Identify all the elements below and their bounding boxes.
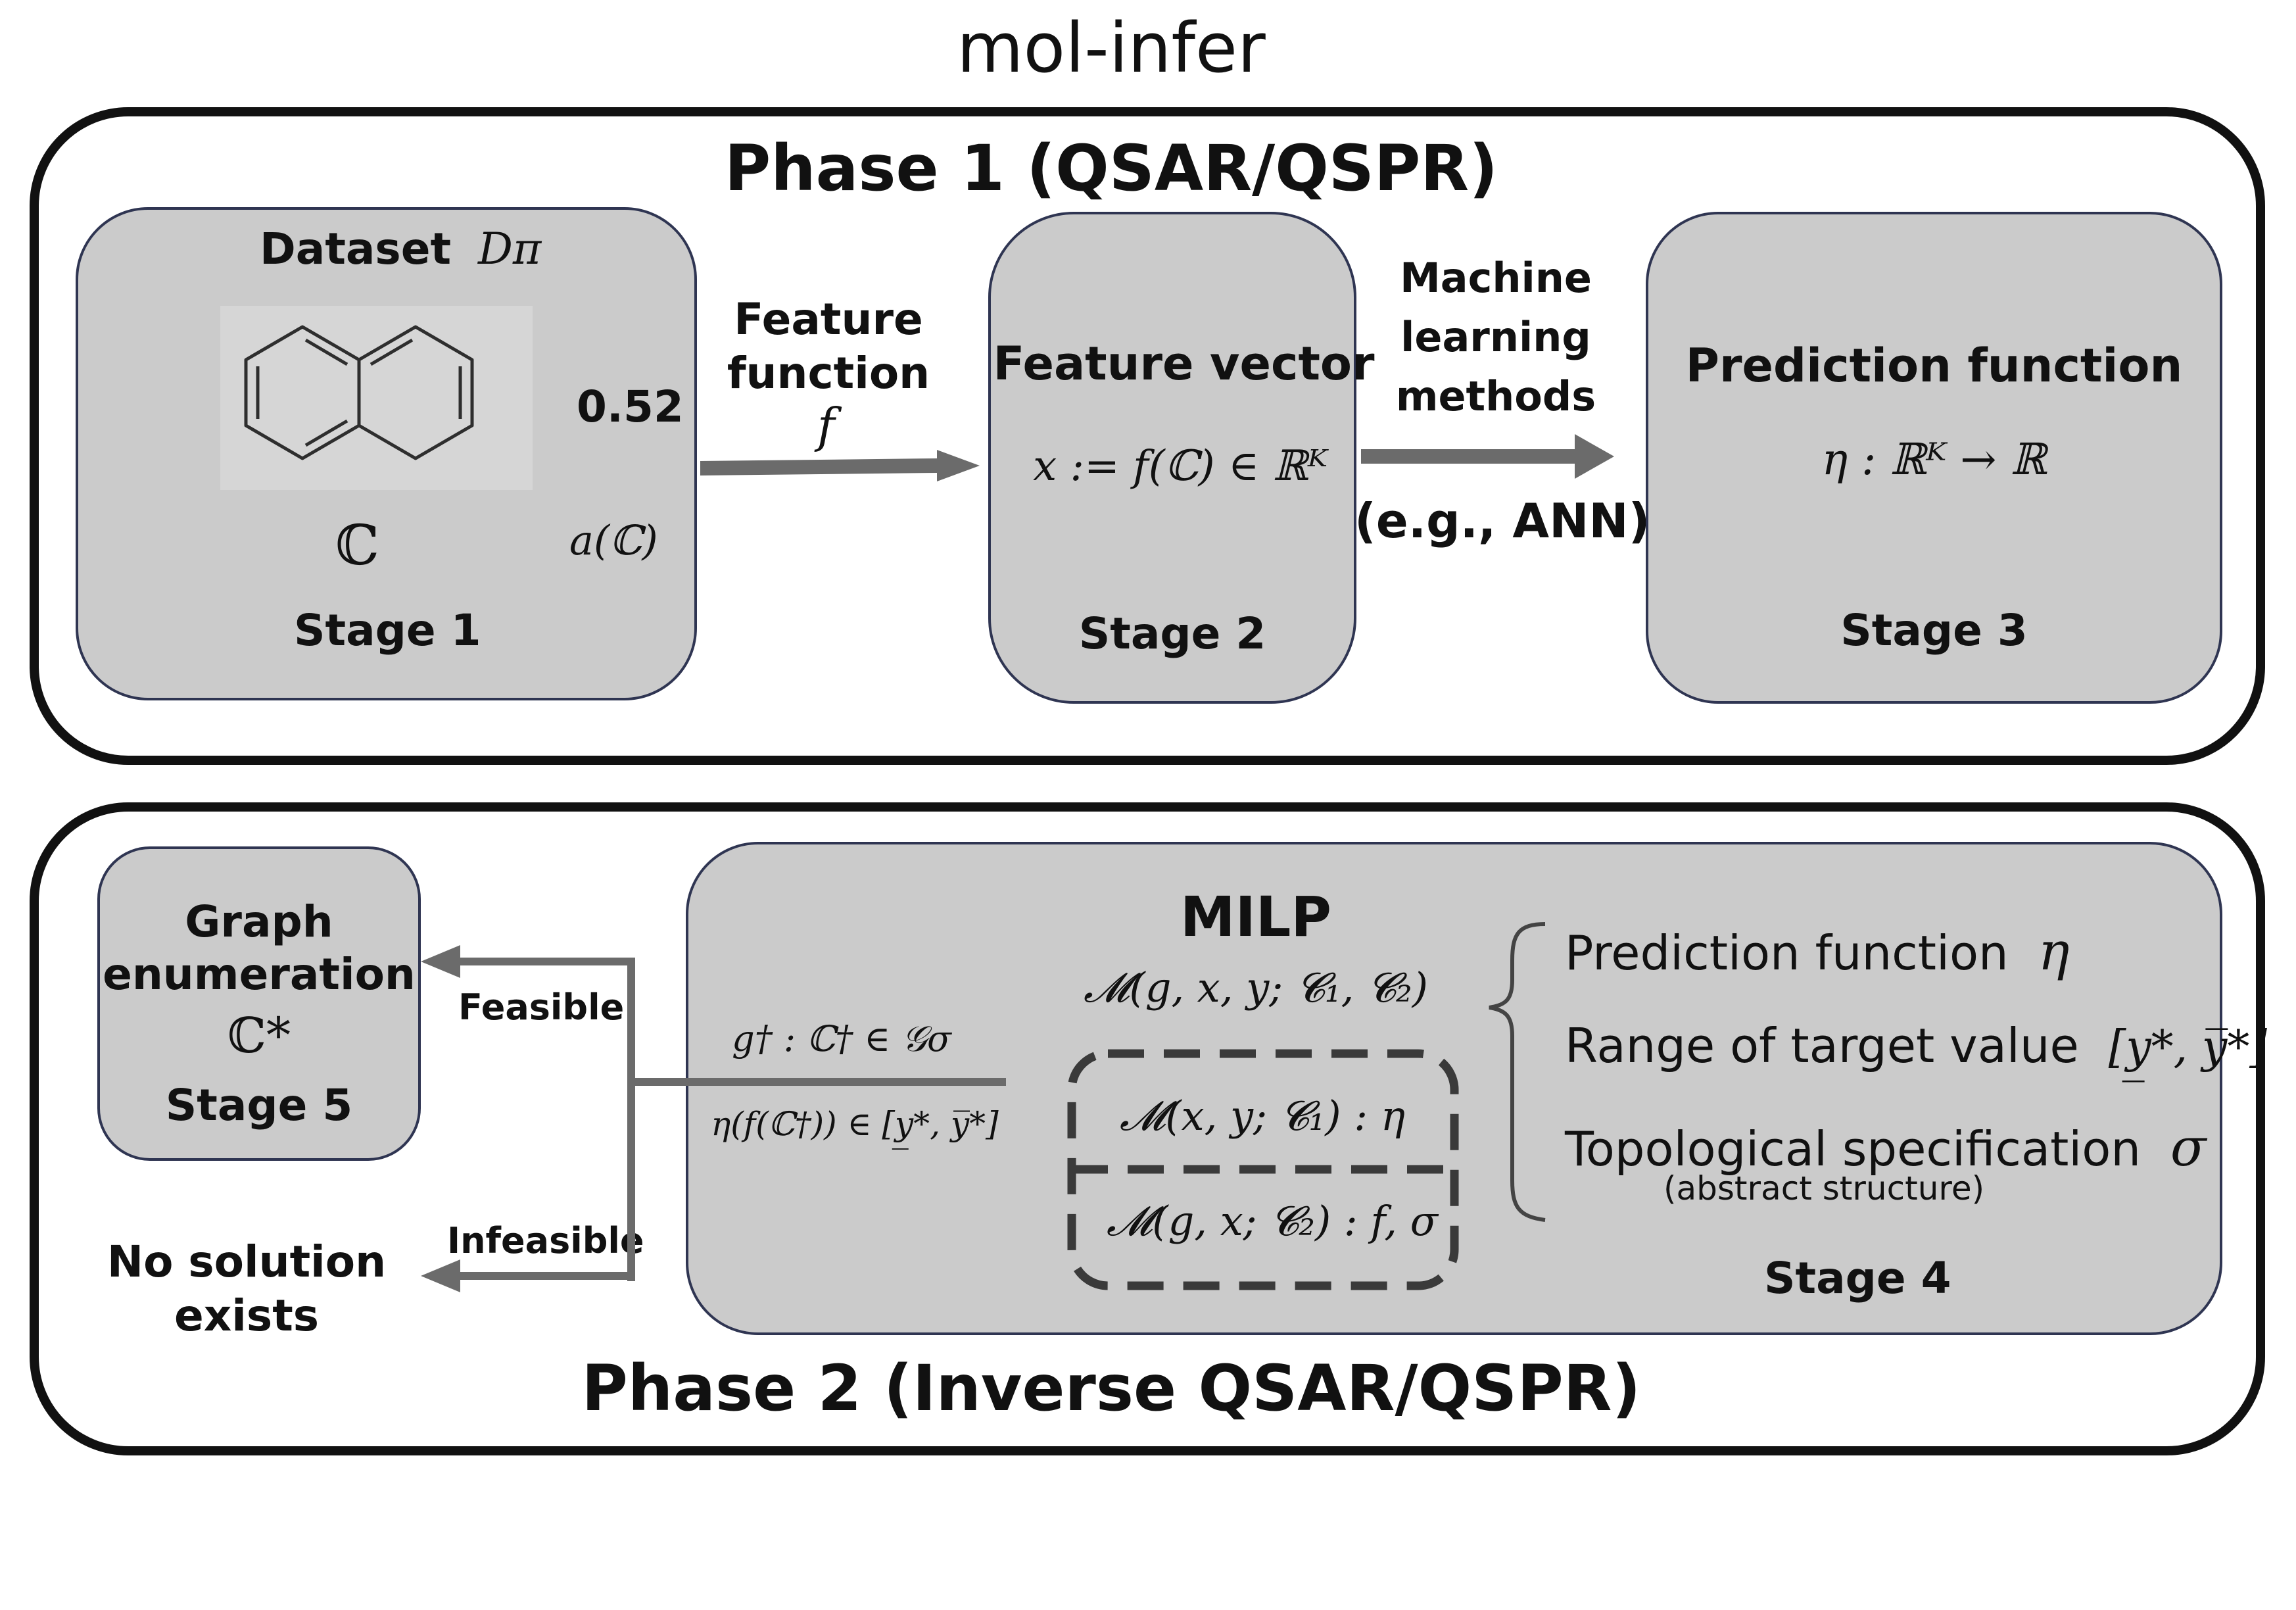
phase2-heading: Phase 2 (Inverse QSAR/QSPR) — [581, 1352, 1641, 1425]
stage2-heading: Feature vector — [993, 337, 1375, 391]
diagram-title: mol-infer — [957, 8, 1266, 88]
milp-model: 𝓜(g, x, y; 𝓒₁, 𝓒₂) — [1084, 964, 1428, 1012]
infeasible-arrowhead — [421, 1259, 460, 1292]
naphthalene-drawing — [244, 325, 474, 460]
feature-function-line1: Feature — [734, 294, 923, 345]
feature-function-line2: function — [727, 348, 930, 399]
stage3-formula: η : ℝᴷ → ℝ — [1821, 434, 2047, 485]
stage1-label: Stage 1 — [294, 605, 481, 656]
stage3-box — [1646, 212, 2222, 704]
input-target-range-label: Range of target value — [1565, 1018, 2079, 1073]
stage5-label: Stage 5 — [165, 1080, 353, 1131]
input-topological-spec-symbol: σ — [2170, 1117, 2207, 1178]
ml-methods-label: Machine learning methods — [1364, 249, 1627, 426]
ml-methods-line3: methods — [1395, 372, 1596, 420]
sub-model-1: 𝓜(x, y; 𝓒₁) : η — [1119, 1092, 1406, 1140]
no-solution-line1: No solution — [107, 1236, 387, 1287]
stage2-box — [988, 212, 1356, 704]
input-prediction-function: Prediction function η — [1565, 921, 2070, 982]
feasible-arrowhead — [421, 945, 460, 978]
inputs-brace-icon — [1489, 922, 1546, 1222]
infeasible-label: Infeasible — [447, 1220, 644, 1261]
feature-function-label: Feature function — [710, 293, 947, 401]
stage5-box — [97, 846, 421, 1161]
ml-methods-arrow — [1361, 434, 1614, 479]
stage4-label: Stage 4 — [1764, 1253, 1951, 1304]
feasibility-connector — [460, 958, 1006, 1281]
compound-symbol: ℂ — [335, 513, 379, 577]
dataset-symbol: Dπ — [478, 224, 542, 274]
no-solution-text: No solution exists — [105, 1235, 388, 1343]
ml-methods-line1: Machine — [1400, 254, 1592, 302]
stage5-line2: enumeration — [103, 949, 416, 1000]
stage5-heading: Graph enumeration — [97, 896, 421, 1001]
feasible-label: Feasible — [458, 987, 625, 1028]
dataset-label-text: Dataset — [260, 224, 452, 274]
ml-methods-example: (e.g., ANN) — [1354, 493, 1650, 549]
sub-model-2: 𝓜(g, x; 𝓒₂) : f, σ — [1106, 1197, 1438, 1245]
solution-graph: g† : ℂ† ∈ 𝒢σ — [732, 1018, 951, 1060]
property-value: 0.52 — [577, 381, 684, 432]
input-prediction-function-symbol: η — [2038, 921, 2070, 982]
feature-function-symbol: f — [817, 398, 835, 453]
no-solution-line2: exists — [174, 1290, 320, 1341]
phase1-heading: Phase 1 (QSAR/QSPR) — [724, 132, 1498, 205]
inputs-note: (abstract structure) — [1663, 1169, 1985, 1208]
input-target-range: Range of target value [y̲*, y̅*] — [1565, 1018, 2267, 1073]
property-symbol: a(ℂ) — [569, 516, 658, 564]
milp-dashed-box — [1067, 1049, 1459, 1290]
input-topological-spec-label: Topological specification — [1565, 1121, 2141, 1177]
dataset-label: Dataset Dπ — [260, 224, 541, 274]
stage2-label: Stage 2 — [1078, 608, 1266, 659]
input-prediction-function-label: Prediction function — [1565, 925, 2009, 981]
milp-heading: MILP — [1180, 885, 1331, 949]
input-target-range-symbol: [y̲*, y̅*] — [2108, 1021, 2267, 1073]
stage3-label: Stage 3 — [1840, 605, 2028, 656]
stage2-formula: x := f(ℂ) ∈ ℝᴷ — [1033, 442, 1327, 491]
feature-function-arrow — [700, 450, 980, 481]
stage3-heading: Prediction function — [1685, 339, 2183, 393]
input-topological-spec: Topological specification σ — [1565, 1117, 2207, 1178]
stage5-symbol: ℂ* — [227, 1008, 291, 1064]
naphthalene-structure — [220, 306, 533, 490]
solution-condition: η(f(ℂ†)) ∈ [y̲*, y̅*] — [711, 1105, 999, 1143]
ml-methods-line2: learning — [1400, 313, 1591, 361]
stage5-line1: Graph — [185, 896, 333, 947]
